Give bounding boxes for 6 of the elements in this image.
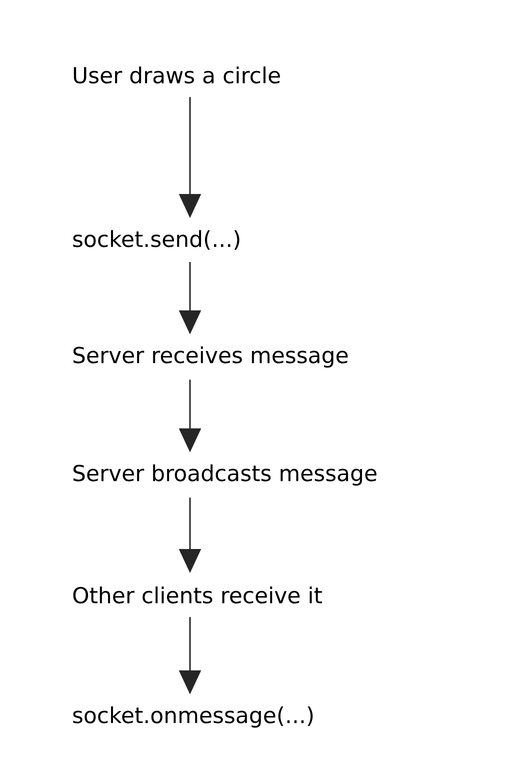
step-text: Server broadcasts message [73,464,376,486]
step-text: User draws a circle [74,66,280,84]
step-text: Server receives message [73,346,348,368]
step-text: Other clients receive it [73,586,322,604]
step-text: socket.send(...) [73,230,240,250]
step-text: socket.onmessage(...) [73,706,313,728]
